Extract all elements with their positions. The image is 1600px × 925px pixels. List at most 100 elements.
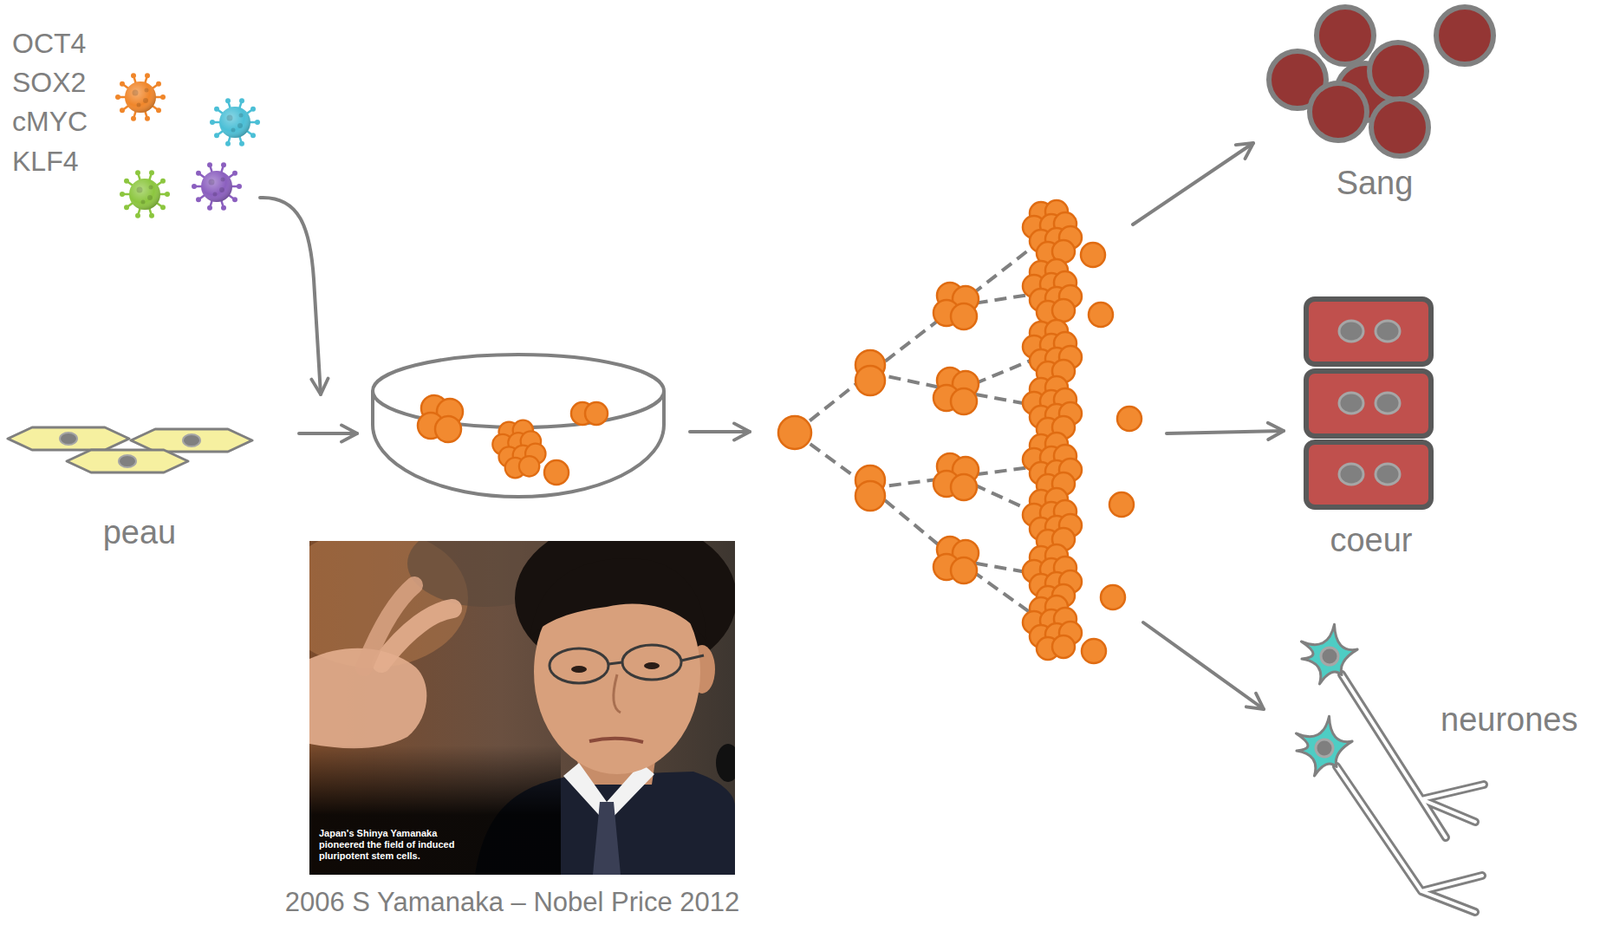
neuron-shapes bbox=[1336, 766, 1483, 912]
stem-cell-colonies bbox=[1022, 259, 1082, 324]
stem-cell-colonies bbox=[933, 453, 979, 501]
gene-list: OCT4SOX2cMYCKLF4 bbox=[8, 23, 269, 220]
neuron-shapes bbox=[1295, 624, 1484, 912]
process-arrows bbox=[299, 431, 358, 436]
stem-cell-colonies bbox=[1109, 492, 1134, 517]
cardiomyocytes bbox=[1339, 392, 1364, 414]
stem-cell-colonies bbox=[933, 367, 979, 415]
stem-cell-colonies bbox=[778, 416, 812, 449]
stem-cell-colonies bbox=[1100, 585, 1126, 610]
stem-cell-colonies bbox=[1022, 319, 1082, 384]
petri-dish bbox=[372, 354, 664, 428]
petri-dish bbox=[372, 390, 664, 497]
portrait-image bbox=[622, 644, 682, 680]
red-blood-cells bbox=[1309, 83, 1367, 141]
process-arrows bbox=[260, 197, 321, 395]
virus-icons bbox=[115, 72, 261, 218]
cardiomyocytes bbox=[1375, 463, 1400, 485]
stem-cell-colonies bbox=[1022, 376, 1082, 441]
dish-colonies bbox=[544, 460, 569, 485]
stem-cell-colonies bbox=[778, 200, 1142, 664]
skin-cell-shapes bbox=[7, 427, 253, 473]
stem-cell-colonies bbox=[1022, 487, 1082, 553]
process-arrows bbox=[1132, 143, 1254, 225]
stem-cell-colonies bbox=[855, 465, 885, 511]
virus-icons bbox=[115, 72, 166, 121]
gene-name: KLF4 bbox=[12, 144, 79, 178]
portrait-image bbox=[715, 743, 735, 782]
virus-icons bbox=[119, 169, 170, 218]
portrait-image bbox=[613, 674, 621, 713]
stem-cell-colonies bbox=[1022, 595, 1082, 660]
portrait-image bbox=[309, 540, 735, 875]
skin-cells: peau bbox=[4, 422, 265, 557]
virus-icons bbox=[191, 162, 242, 210]
cardiomyocytes bbox=[1375, 320, 1400, 342]
stem-cell-colonies bbox=[1080, 242, 1106, 267]
cardiomyocytes bbox=[1375, 392, 1400, 414]
skin-cell-shapes bbox=[118, 455, 137, 468]
portrait-image bbox=[592, 801, 621, 875]
cardiomyocytes bbox=[1306, 442, 1431, 508]
neurons: neurones bbox=[1291, 619, 1581, 922]
skin-cell-shapes bbox=[66, 449, 189, 473]
virus-icons bbox=[209, 97, 261, 146]
red-blood-cells bbox=[1316, 6, 1374, 65]
blood-cells: Sang bbox=[1261, 4, 1500, 208]
dish-colonies bbox=[417, 395, 463, 443]
portrait-image bbox=[530, 558, 707, 642]
gene-name: cMYC bbox=[12, 104, 88, 138]
cardiomyocytes bbox=[1306, 299, 1431, 508]
dish-colonies bbox=[492, 420, 546, 479]
figure-caption: 2006 S Yamanaka – Nobel Price 2012 bbox=[285, 885, 741, 918]
neuron-shapes bbox=[1336, 766, 1483, 912]
cardiomyocytes bbox=[1339, 463, 1364, 485]
portrait-image bbox=[589, 738, 644, 742]
portrait-image bbox=[549, 648, 609, 683]
division-lines bbox=[870, 305, 957, 560]
red-blood-cells bbox=[1369, 42, 1427, 100]
red-blood-cells bbox=[1268, 6, 1494, 157]
cardiomyocytes bbox=[1306, 299, 1431, 508]
stem-cell-colonies bbox=[1081, 638, 1106, 664]
portrait-photo: Japan's Shinya Yamanaka pioneered the fi… bbox=[281, 540, 744, 923]
portrait-image bbox=[309, 745, 561, 875]
neuron-shapes bbox=[1295, 715, 1353, 776]
stem-cell-colonies bbox=[1022, 200, 1082, 265]
portrait-image bbox=[643, 662, 660, 670]
stem-cell-colonies bbox=[855, 350, 885, 396]
heart-cells: coeur bbox=[1300, 292, 1438, 565]
cardiomyocytes bbox=[1306, 370, 1431, 436]
process-arrows bbox=[689, 429, 750, 434]
stem-cell-colonies bbox=[933, 536, 979, 584]
neuron-shapes bbox=[1300, 624, 1358, 684]
stem-cell-colonies bbox=[1117, 406, 1142, 431]
stem-cell-colonies bbox=[1088, 302, 1113, 327]
cardiomyocytes bbox=[1339, 320, 1364, 342]
cardiomyocytes bbox=[1306, 299, 1431, 365]
portrait-image bbox=[571, 665, 587, 673]
skin-cell-shapes bbox=[59, 432, 201, 468]
neuron-shapes bbox=[1341, 674, 1484, 838]
cell-type-label: Sang bbox=[1336, 163, 1414, 204]
cell-type-label: peau bbox=[103, 513, 177, 553]
stem-cell-colonies bbox=[933, 282, 979, 330]
photo-credit: Japan's Shinya Yamanaka pioneered the fi… bbox=[318, 827, 480, 863]
process-arrows bbox=[1166, 430, 1284, 434]
gene-name: SOX2 bbox=[12, 65, 86, 99]
skin-cell-shapes bbox=[182, 434, 201, 447]
cell-type-label: neurones bbox=[1440, 700, 1578, 741]
petri-dish bbox=[372, 354, 664, 497]
red-blood-cells bbox=[1371, 98, 1429, 157]
division-lines bbox=[794, 232, 1052, 628]
dish-colonies bbox=[571, 402, 608, 425]
cardiomyocytes bbox=[1339, 320, 1400, 485]
process-arrows bbox=[1143, 622, 1264, 709]
portrait-image bbox=[364, 585, 415, 668]
cell-type-label: coeur bbox=[1329, 520, 1412, 561]
process-arrows bbox=[260, 143, 1284, 709]
portrait-image bbox=[608, 655, 704, 664]
stem-cell-colonies bbox=[1022, 432, 1082, 497]
